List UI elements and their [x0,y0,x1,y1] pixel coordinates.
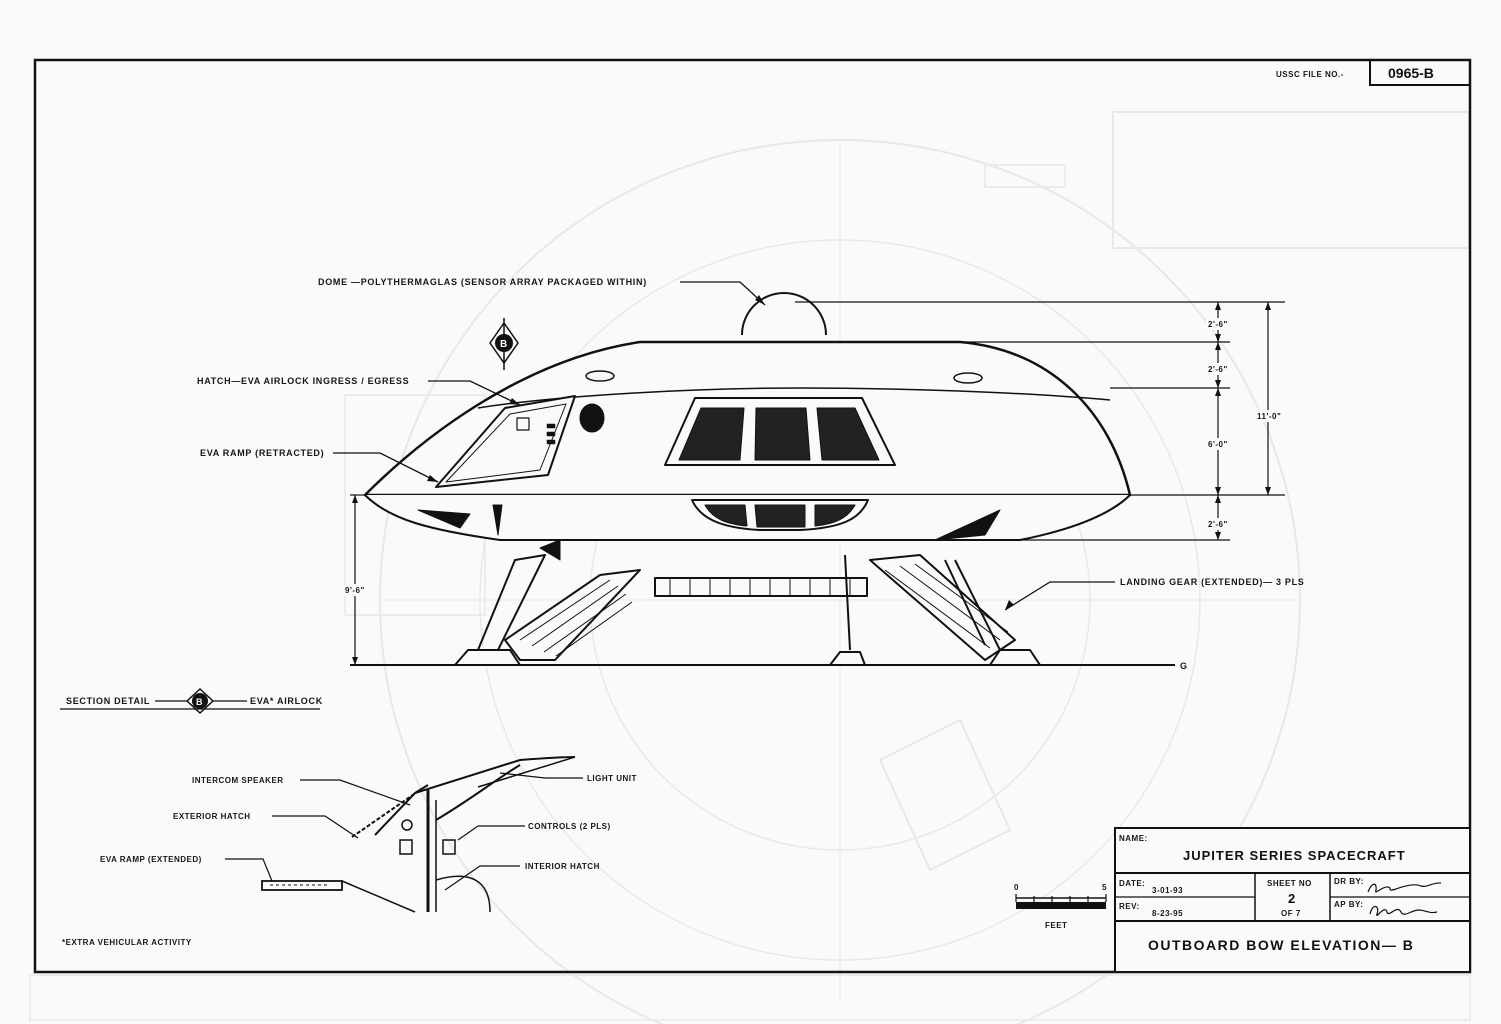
dimension-ticks [352,302,1271,665]
detail-exterior-hatch: EXTERIOR HATCH [173,812,251,821]
signature-ap [1369,905,1438,916]
scale-bar: 0 5 FEET [1014,883,1107,930]
svg-text:11'-0": 11'-0" [1257,412,1281,421]
svg-text:0: 0 [1014,883,1019,892]
svg-text:2'-6": 2'-6" [1208,520,1228,529]
arrow-heads [427,295,1014,610]
svg-text:9'-6": 9'-6" [345,586,365,595]
svg-text:EVA* AIRLOCK: EVA* AIRLOCK [250,696,323,706]
tb-name: JUPITER SERIES SPACECRAFT [1183,848,1406,863]
tb-title: OUTBOARD BOW ELEVATION— B [1148,937,1414,953]
svg-text:B: B [196,697,203,707]
detail-eva-ramp-extended: EVA RAMP (EXTENDED) [100,855,202,864]
detail-interior-hatch: INTERIOR HATCH [525,862,600,871]
dome [741,292,827,336]
svg-text:OF 7: OF 7 [1281,909,1301,918]
tb-date: 3-01-93 [1152,886,1183,895]
callout-eva-ramp: EVA RAMP (RETRACTED) [200,448,324,458]
svg-text:DR BY:: DR BY: [1334,877,1364,886]
detail-controls: CONTROLS (2 PLS) [528,822,611,831]
svg-text:REV:: REV: [1119,902,1140,911]
title-block: NAME: JUPITER SERIES SPACECRAFT DATE: 3-… [1114,827,1471,973]
svg-text:5: 5 [1102,883,1107,892]
detail-intercom: INTERCOM SPEAKER [192,776,284,785]
detail-light-unit: LIGHT UNIT [587,774,637,783]
detail-leaders [225,772,583,891]
tb-rev: 8-23-95 [1152,909,1183,918]
callout-hatch: HATCH—EVA AIRLOCK INGRESS / EGRESS [197,376,409,386]
airlock-hatch [435,395,576,488]
extended-ramp [261,880,343,891]
ground-label: G [1180,661,1188,671]
top-port-right [953,372,983,384]
airlock-section-drawing [261,756,576,913]
dimension-labels: 2'-6" 2'-6" 6'-0" 2'-6" 11'-0" 9'-6" [343,318,1282,596]
control-panel-2 [442,839,456,855]
tb-sheet-no: 2 [1288,891,1295,906]
footnote: *EXTRA VEHICULAR ACTIVITY [62,938,192,947]
file-number-block: USSC FILE NO.- 0965-B [1276,59,1471,86]
tb-name-label: NAME: [1119,834,1148,843]
lower-window [691,499,869,531]
main-window [664,397,896,466]
intercom-speaker [401,819,413,831]
callout-leaders [60,281,1115,710]
belly-grill [654,577,868,597]
callout-landing-gear: LANDING GEAR (EXTENDED)— 3 PLS [1120,577,1305,587]
bleed-through-ghost [29,111,1471,1024]
section-marker-b: B [489,318,519,370]
svg-text:FEET: FEET [1045,921,1067,930]
top-port-left [585,370,615,382]
spacecraft-elevation [350,292,1175,666]
porthole [579,403,605,433]
svg-text:6'-0": 6'-0" [1208,440,1228,449]
signature-dr [1367,882,1442,893]
sheet-border [33,58,1472,974]
svg-text:2'-6": 2'-6" [1208,320,1228,329]
landing-gear-right [829,554,1041,666]
svg-text:DATE:: DATE: [1119,879,1145,888]
svg-text:B: B [500,339,507,350]
callout-dome: DOME —POLYTHERMAGLAS (SENSOR ARRAY PACKA… [318,277,647,287]
svg-text:SHEET NO: SHEET NO [1267,879,1312,888]
control-panel-1 [399,839,413,855]
file-number-label: USSC FILE NO.- [1276,70,1344,79]
svg-text:SECTION DETAIL: SECTION DETAIL [66,696,150,706]
svg-text:AP BY:: AP BY: [1334,900,1363,909]
section-detail-label: SECTION DETAIL B EVA* AIRLOCK [66,687,323,715]
file-number: 0965-B [1388,65,1434,81]
svg-text:2'-6": 2'-6" [1208,365,1228,374]
